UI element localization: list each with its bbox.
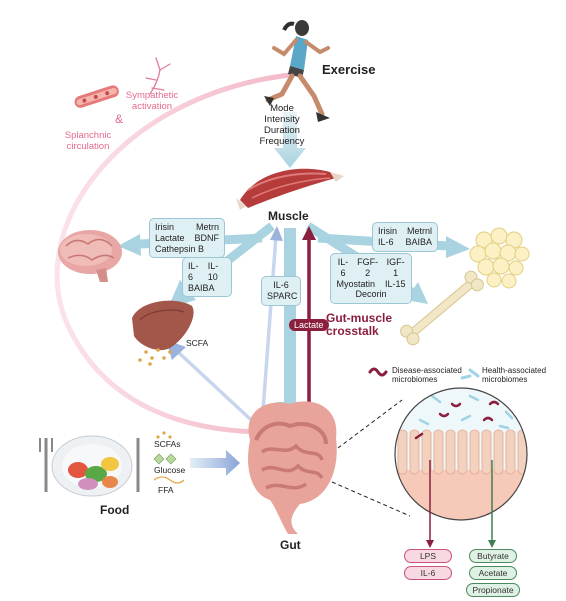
output-acetate: Acetate bbox=[469, 566, 517, 580]
neural-arc bbox=[54, 72, 293, 435]
health-legend-line-1: Health-associated bbox=[482, 366, 547, 375]
muscle-to-adipose-arrow bbox=[446, 236, 470, 258]
myokine: Lactate bbox=[155, 232, 185, 243]
myokine: BDNF bbox=[194, 232, 220, 243]
myokines-bone-box: IL-6 FGF-2 IGF-1 Myostatin IL-15 Decorin bbox=[330, 253, 412, 305]
food-plate-illustration bbox=[39, 435, 140, 497]
muscle-illustration bbox=[236, 168, 344, 210]
myokine-row: BAIBA bbox=[188, 283, 226, 294]
splanchnic-label: Splanchnic circulation bbox=[56, 130, 120, 153]
myokine-row: IL-6 FGF-2 IGF-1 bbox=[336, 257, 406, 279]
myokine: Metrn bbox=[195, 222, 219, 232]
myokine: IL-15 bbox=[385, 278, 406, 289]
liver-illustration bbox=[132, 300, 194, 351]
myokine: IL-6 bbox=[337, 257, 349, 278]
nutrient-icons bbox=[153, 431, 185, 484]
nutrient-ffa: FFA bbox=[158, 485, 174, 495]
myokine-row: Irisin Metrnl bbox=[378, 226, 432, 237]
splanchnic-line-2: circulation bbox=[66, 140, 110, 152]
myokine: IL-6 bbox=[273, 280, 289, 290]
gut-to-muscle-arrow bbox=[260, 235, 278, 425]
liver-scfa-label: SCFA bbox=[186, 338, 209, 348]
myokine: Metrnl bbox=[406, 226, 432, 236]
zoom-line-top bbox=[337, 399, 403, 449]
myokine-row: Myostatin IL-15 bbox=[336, 279, 406, 290]
lactate-tag: Lactate bbox=[289, 319, 329, 332]
health-legend-line-2: microbiomes bbox=[482, 375, 528, 385]
nutrient-glucose: Glucose bbox=[154, 465, 186, 475]
health-microbiome-legend: Health-associated microbiomes bbox=[482, 366, 546, 384]
myokines-gut-box: IL-6 SPARC bbox=[261, 276, 301, 306]
myokine: IL-6 bbox=[378, 236, 394, 247]
output-butyrate: Butyrate bbox=[469, 549, 517, 563]
myokines-adipose-box: Irisin Metrnl IL-6 BAIBA bbox=[372, 222, 438, 252]
ampersand: & bbox=[115, 112, 124, 126]
myokines-liver-box: IL-6 IL-10 BAIBA bbox=[182, 257, 232, 298]
crosstalk-label: Gut-muscle crosstalk bbox=[326, 312, 392, 337]
scfa-dots bbox=[138, 348, 172, 366]
zoom-line-bottom bbox=[331, 481, 411, 517]
disease-legend-line-2: microbiomes bbox=[392, 375, 438, 385]
myokine: Decorin bbox=[355, 289, 387, 300]
food-to-gut-arrow bbox=[190, 450, 240, 476]
food-label: Food bbox=[100, 503, 130, 517]
crosstalk-line-2: crosstalk bbox=[326, 323, 379, 338]
myokine-row: Irisin Metrn bbox=[155, 222, 219, 233]
nutrient-scfas: SCFAs bbox=[154, 439, 181, 449]
myokines-brain-box: Irisin Metrn Lactate BDNF Cathepsin B bbox=[149, 218, 225, 259]
myokine-row: IL-6 BAIBA bbox=[378, 237, 432, 248]
output-lps: LPS bbox=[404, 549, 452, 563]
disease-legend-line-1: Disease-associated bbox=[392, 366, 462, 375]
health-microbe-icon bbox=[460, 368, 480, 380]
myokine: Irisin bbox=[378, 226, 398, 236]
myokine: Irisin bbox=[155, 222, 175, 232]
bone-illustration bbox=[400, 270, 484, 346]
brain-illustration bbox=[58, 230, 122, 282]
sympathetic-line-1: Sympathetic bbox=[125, 90, 179, 101]
exercise-to-muscle-arrow bbox=[274, 112, 306, 168]
adipose-illustration bbox=[469, 227, 530, 289]
output-propionate: Propionate bbox=[466, 583, 520, 597]
muscle-label: Muscle bbox=[268, 209, 309, 223]
disease-microbe-icon bbox=[368, 367, 388, 377]
splanchnic-vessel-icon bbox=[74, 85, 119, 108]
sympathetic-nerve-icon bbox=[145, 57, 171, 95]
exercise-frequency: Frequency bbox=[259, 135, 305, 147]
myokine: IL-10 bbox=[207, 261, 219, 282]
gut-illustration bbox=[248, 401, 337, 534]
intestine-zoom-circle bbox=[394, 387, 528, 521]
gut-label: Gut bbox=[280, 538, 301, 552]
runner-figure bbox=[264, 20, 330, 122]
exercise-parameters: Mode Intensity Duration Frequency bbox=[244, 103, 320, 148]
sympathetic-line-2: activation bbox=[131, 100, 173, 112]
exercise-intensity: Intensity bbox=[264, 113, 300, 125]
myokine-row: Cathepsin B bbox=[155, 244, 219, 255]
output-il6: IL-6 bbox=[404, 566, 452, 580]
splanchnic-line-1: Splanchnic bbox=[64, 130, 112, 141]
myokine: Myostatin bbox=[336, 278, 375, 289]
myokine: BAIBA bbox=[188, 282, 215, 293]
myokine: IL-6 bbox=[188, 261, 199, 282]
gut-to-liver-arrow bbox=[176, 350, 264, 432]
myokine-row: Lactate BDNF bbox=[155, 233, 219, 244]
sympathetic-label: Sympathetic activation bbox=[122, 90, 182, 113]
exercise-mode: Mode bbox=[270, 103, 294, 114]
myokine: IGF-1 bbox=[386, 257, 405, 278]
crosstalk-line-1: Gut-muscle bbox=[326, 311, 393, 325]
disease-microbiome-legend: Disease-associated microbiomes bbox=[368, 366, 462, 384]
myokine: Cathepsin B bbox=[155, 243, 205, 254]
myokine: FGF-2 bbox=[357, 257, 379, 278]
exercise-label: Exercise bbox=[322, 62, 376, 77]
myokine: BAIBA bbox=[405, 236, 432, 247]
myokine-row: IL-6 IL-10 bbox=[188, 261, 226, 283]
myokine: SPARC bbox=[267, 290, 298, 301]
exercise-duration: Duration bbox=[264, 124, 300, 136]
